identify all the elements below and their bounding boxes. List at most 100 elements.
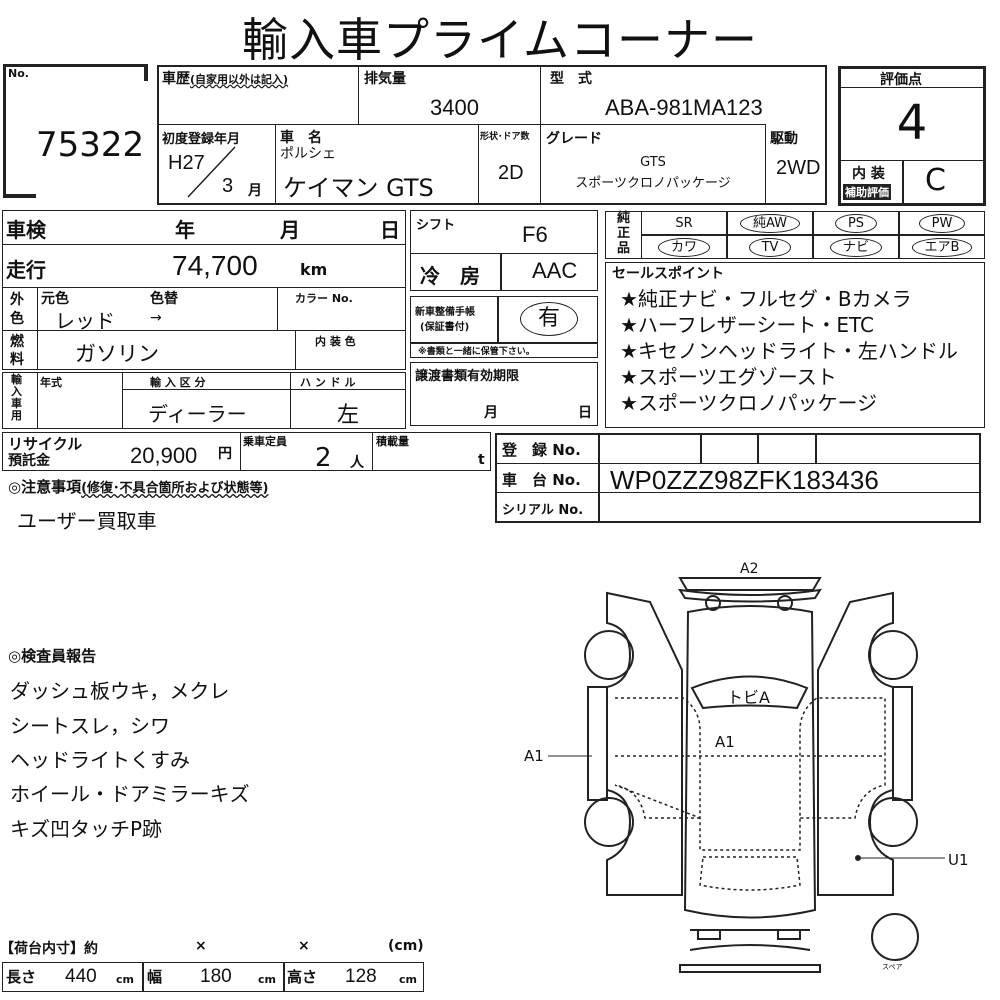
manual-label2: (保証書付) <box>420 322 470 333</box>
fuel-label2: 料 <box>10 352 24 368</box>
length-label: 長さ <box>6 968 37 986</box>
mileage-value: 74,700 <box>172 250 258 281</box>
option-item: エアB <box>911 237 973 257</box>
page-title: 輸入車プライムコーナー <box>241 13 759 67</box>
length-value: 440 <box>65 966 97 987</box>
option-item: PS <box>834 213 878 233</box>
transfer-month: 月 <box>484 405 498 421</box>
sales-point: ★ハーフレザーシート・ETC <box>620 313 874 337</box>
cargo-unit-label: (cm) <box>388 938 424 954</box>
recycle-label2: 預託金 <box>8 453 50 469</box>
chassis-label: 車 台 No. <box>502 471 581 489</box>
displacement-value: 3400 <box>430 95 479 120</box>
recycle-unit: 円 <box>218 446 232 462</box>
month-unit: 月 <box>248 183 262 199</box>
report-label: ◎検査員報告 <box>8 647 97 665</box>
original-color-value: レッド <box>55 309 115 333</box>
capacity-unit: 人 <box>350 455 364 471</box>
sales-point: ★スポーツクロノパッケージ <box>620 391 878 415</box>
lot-number: 75322 <box>36 125 145 165</box>
score-box <box>838 66 986 206</box>
car-name-value: ケイマン GTS <box>283 174 434 202</box>
option-cell: エアB <box>899 235 985 259</box>
damage-mark-a2: A2 <box>740 561 759 577</box>
option-item: カワ <box>657 237 710 257</box>
load-label: 積載量 <box>376 435 409 448</box>
report-item: キズ凹タッチP跡 <box>10 817 163 841</box>
sales-point: ★キセノンヘッドライト・左ハンドル <box>620 339 958 363</box>
import-label: 輸入車用 <box>11 373 22 422</box>
manual-note: ※書類と一緒に保管下さい。 <box>418 347 535 357</box>
spare-label: スペア <box>882 963 903 971</box>
first-reg-year: H27 <box>168 152 205 174</box>
option-item: 純AW <box>739 213 801 233</box>
cargo-label: 【荷台内寸】約 <box>0 941 98 957</box>
import-year-label: 年式 <box>40 376 62 389</box>
color-number-label: カラー No. <box>295 292 353 305</box>
option-cell: PW <box>899 211 985 235</box>
notes-value: ユーザー買取車 <box>17 509 157 533</box>
height-unit: cm <box>399 973 417 986</box>
manual-label1: 新車整備手帳 <box>415 307 475 318</box>
handle-value: 左 <box>337 403 360 428</box>
capacity-value: 2 <box>315 443 332 473</box>
option-item: TV <box>748 237 792 257</box>
score-value: 4 <box>896 95 928 151</box>
width-label: 幅 <box>147 968 163 986</box>
height-value: 128 <box>345 966 377 987</box>
first-reg-label: 初度登録年月 <box>162 132 241 147</box>
options-grid: SR 純AW PS PW カワ TV ナビ エアB <box>641 211 985 259</box>
sales-point: ★スポーツエグゾースト <box>620 365 837 389</box>
drive-label: 駆動 <box>770 131 798 147</box>
recycle-value: 20,900 <box>130 443 198 468</box>
chassis-value: WP0ZZZ98ZFK183436 <box>610 465 879 495</box>
color-change-value: → <box>150 310 162 326</box>
option-cell: 純AW <box>727 211 813 235</box>
exterior-label1: 外 <box>10 292 24 308</box>
option-item: PW <box>918 213 966 233</box>
import-type-value: ディーラー <box>148 402 247 426</box>
original-color-label: 元色 <box>41 291 69 307</box>
lot-label: No. <box>8 67 29 80</box>
grade-line2: スポーツクロノパッケージ <box>575 176 731 191</box>
grade-line1: GTS <box>640 155 666 170</box>
body-label: 形状･ドア数 <box>480 132 530 142</box>
option-cell: カワ <box>641 235 727 259</box>
transfer-day: 日 <box>578 405 592 421</box>
report-item: ヘッドライトくすみ <box>10 748 190 772</box>
inspection-year: 年 <box>175 218 195 242</box>
width-unit: cm <box>258 973 276 986</box>
car-diagram <box>548 577 945 973</box>
color-change-label: 色替 <box>150 291 178 307</box>
shift-label: シフト <box>416 218 456 233</box>
inspection-month: 月 <box>280 218 300 242</box>
length-unit: cm <box>116 973 134 986</box>
import-type-label: 輸 入 区 分 <box>150 376 206 389</box>
damage-mark-u1: U1 <box>948 851 969 869</box>
car-maker: ポルシェ <box>280 146 336 162</box>
mileage-label: 走行 <box>6 258 46 282</box>
score-label: 評価点 <box>880 72 922 88</box>
load-unit: t <box>478 452 485 468</box>
registration-table <box>495 433 981 523</box>
report-item: シートスレ，シワ <box>10 714 170 738</box>
damage-mark-a1-left: A1 <box>524 747 544 765</box>
interior-label1: 内 装 <box>852 166 885 182</box>
inspection-label: 車検 <box>6 218 46 242</box>
interior-score: C <box>925 163 946 198</box>
history-label: 車歴(自家用以外は記入) <box>162 71 289 87</box>
fuel-label1: 燃 <box>10 334 24 350</box>
body-value: 2D <box>498 162 524 184</box>
fuel-value: ガソリン <box>75 342 159 366</box>
reg-number-label: 登 録 No. <box>502 441 581 459</box>
drive-value: 2WD <box>776 157 821 179</box>
damage-mark-a1-roof: A1 <box>715 733 735 751</box>
option-item: ナビ <box>829 237 882 257</box>
option-cell: TV <box>727 235 813 259</box>
damage-mark-tobi-a: トビA <box>727 688 770 707</box>
option-item: SR <box>675 215 693 231</box>
report-item: ホイール・ドアミラーキズ <box>10 782 250 806</box>
exterior-label2: 色 <box>10 311 24 327</box>
mileage-unit: km <box>300 260 328 279</box>
option-cell: SR <box>641 211 727 235</box>
